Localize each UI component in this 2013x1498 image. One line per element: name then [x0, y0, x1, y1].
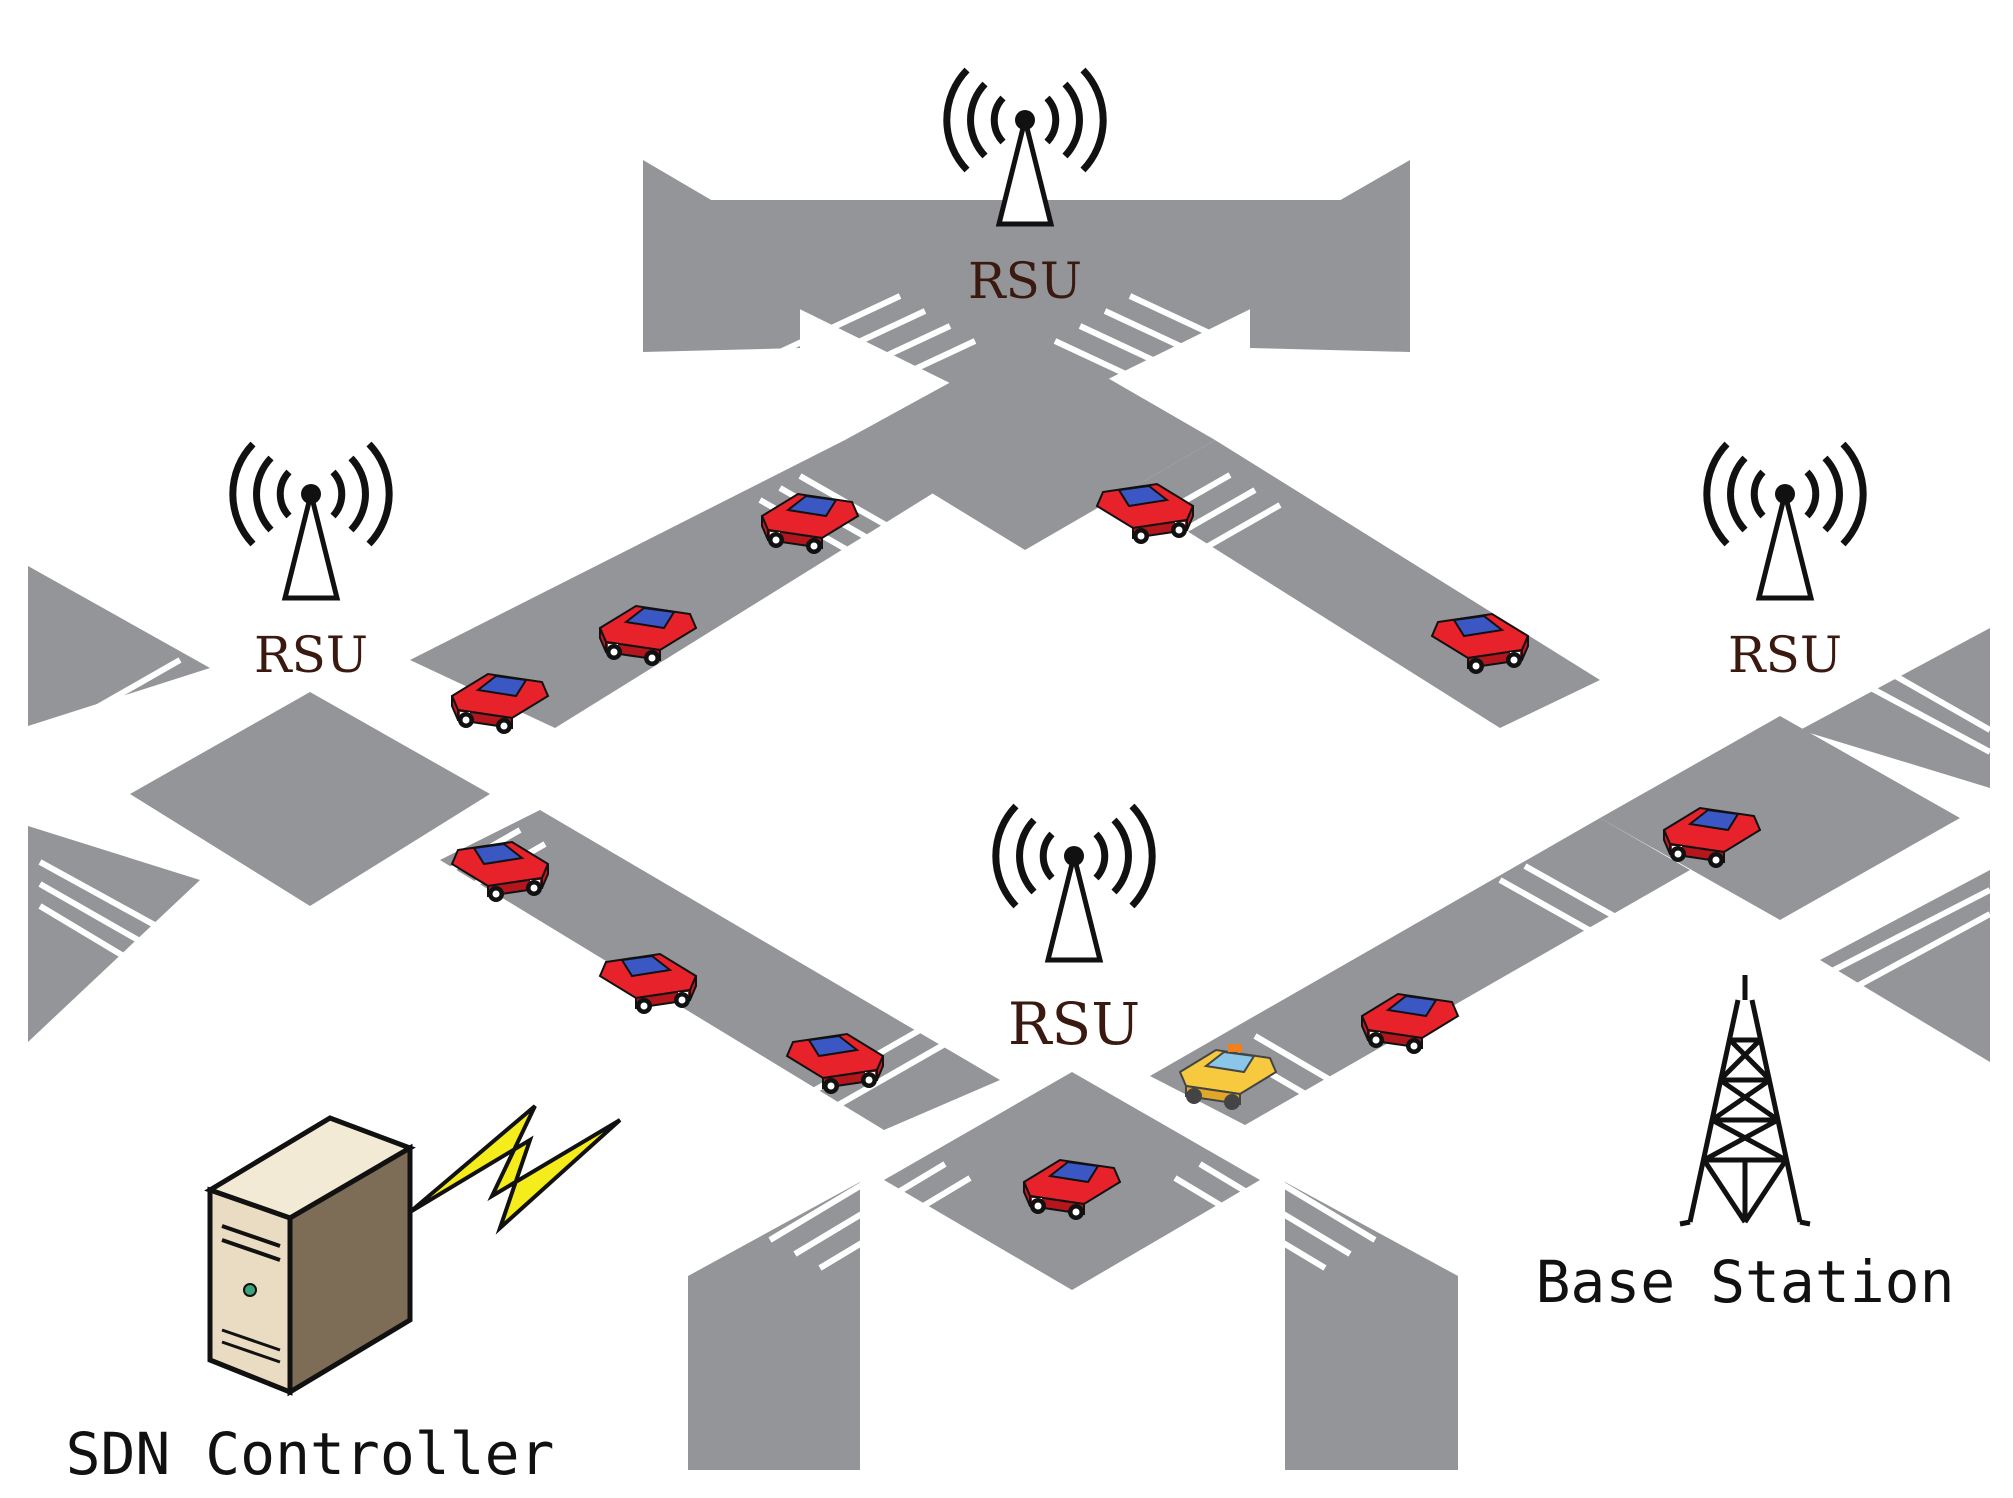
base-station-label: Base Station — [1535, 1248, 1954, 1316]
rsu-antenna-icon-center — [996, 806, 1152, 960]
rsu-label-top: RSU — [968, 252, 1082, 310]
lightning-bolt-icon — [408, 1104, 622, 1235]
rsu-label-right: RSU — [1728, 626, 1842, 684]
rsu-antenna-icon-right — [1707, 444, 1863, 598]
sdn-controller-label: SDN Controller — [66, 1420, 555, 1488]
rsu-label-left: RSU — [254, 626, 368, 684]
rsu-antenna-icon-left — [233, 444, 389, 598]
crosswalks — [38, 293, 1992, 1271]
base-station-tower-icon — [1679, 975, 1811, 1227]
server-icon — [204, 1115, 416, 1397]
rsu-label-center: RSU — [1008, 990, 1140, 1058]
